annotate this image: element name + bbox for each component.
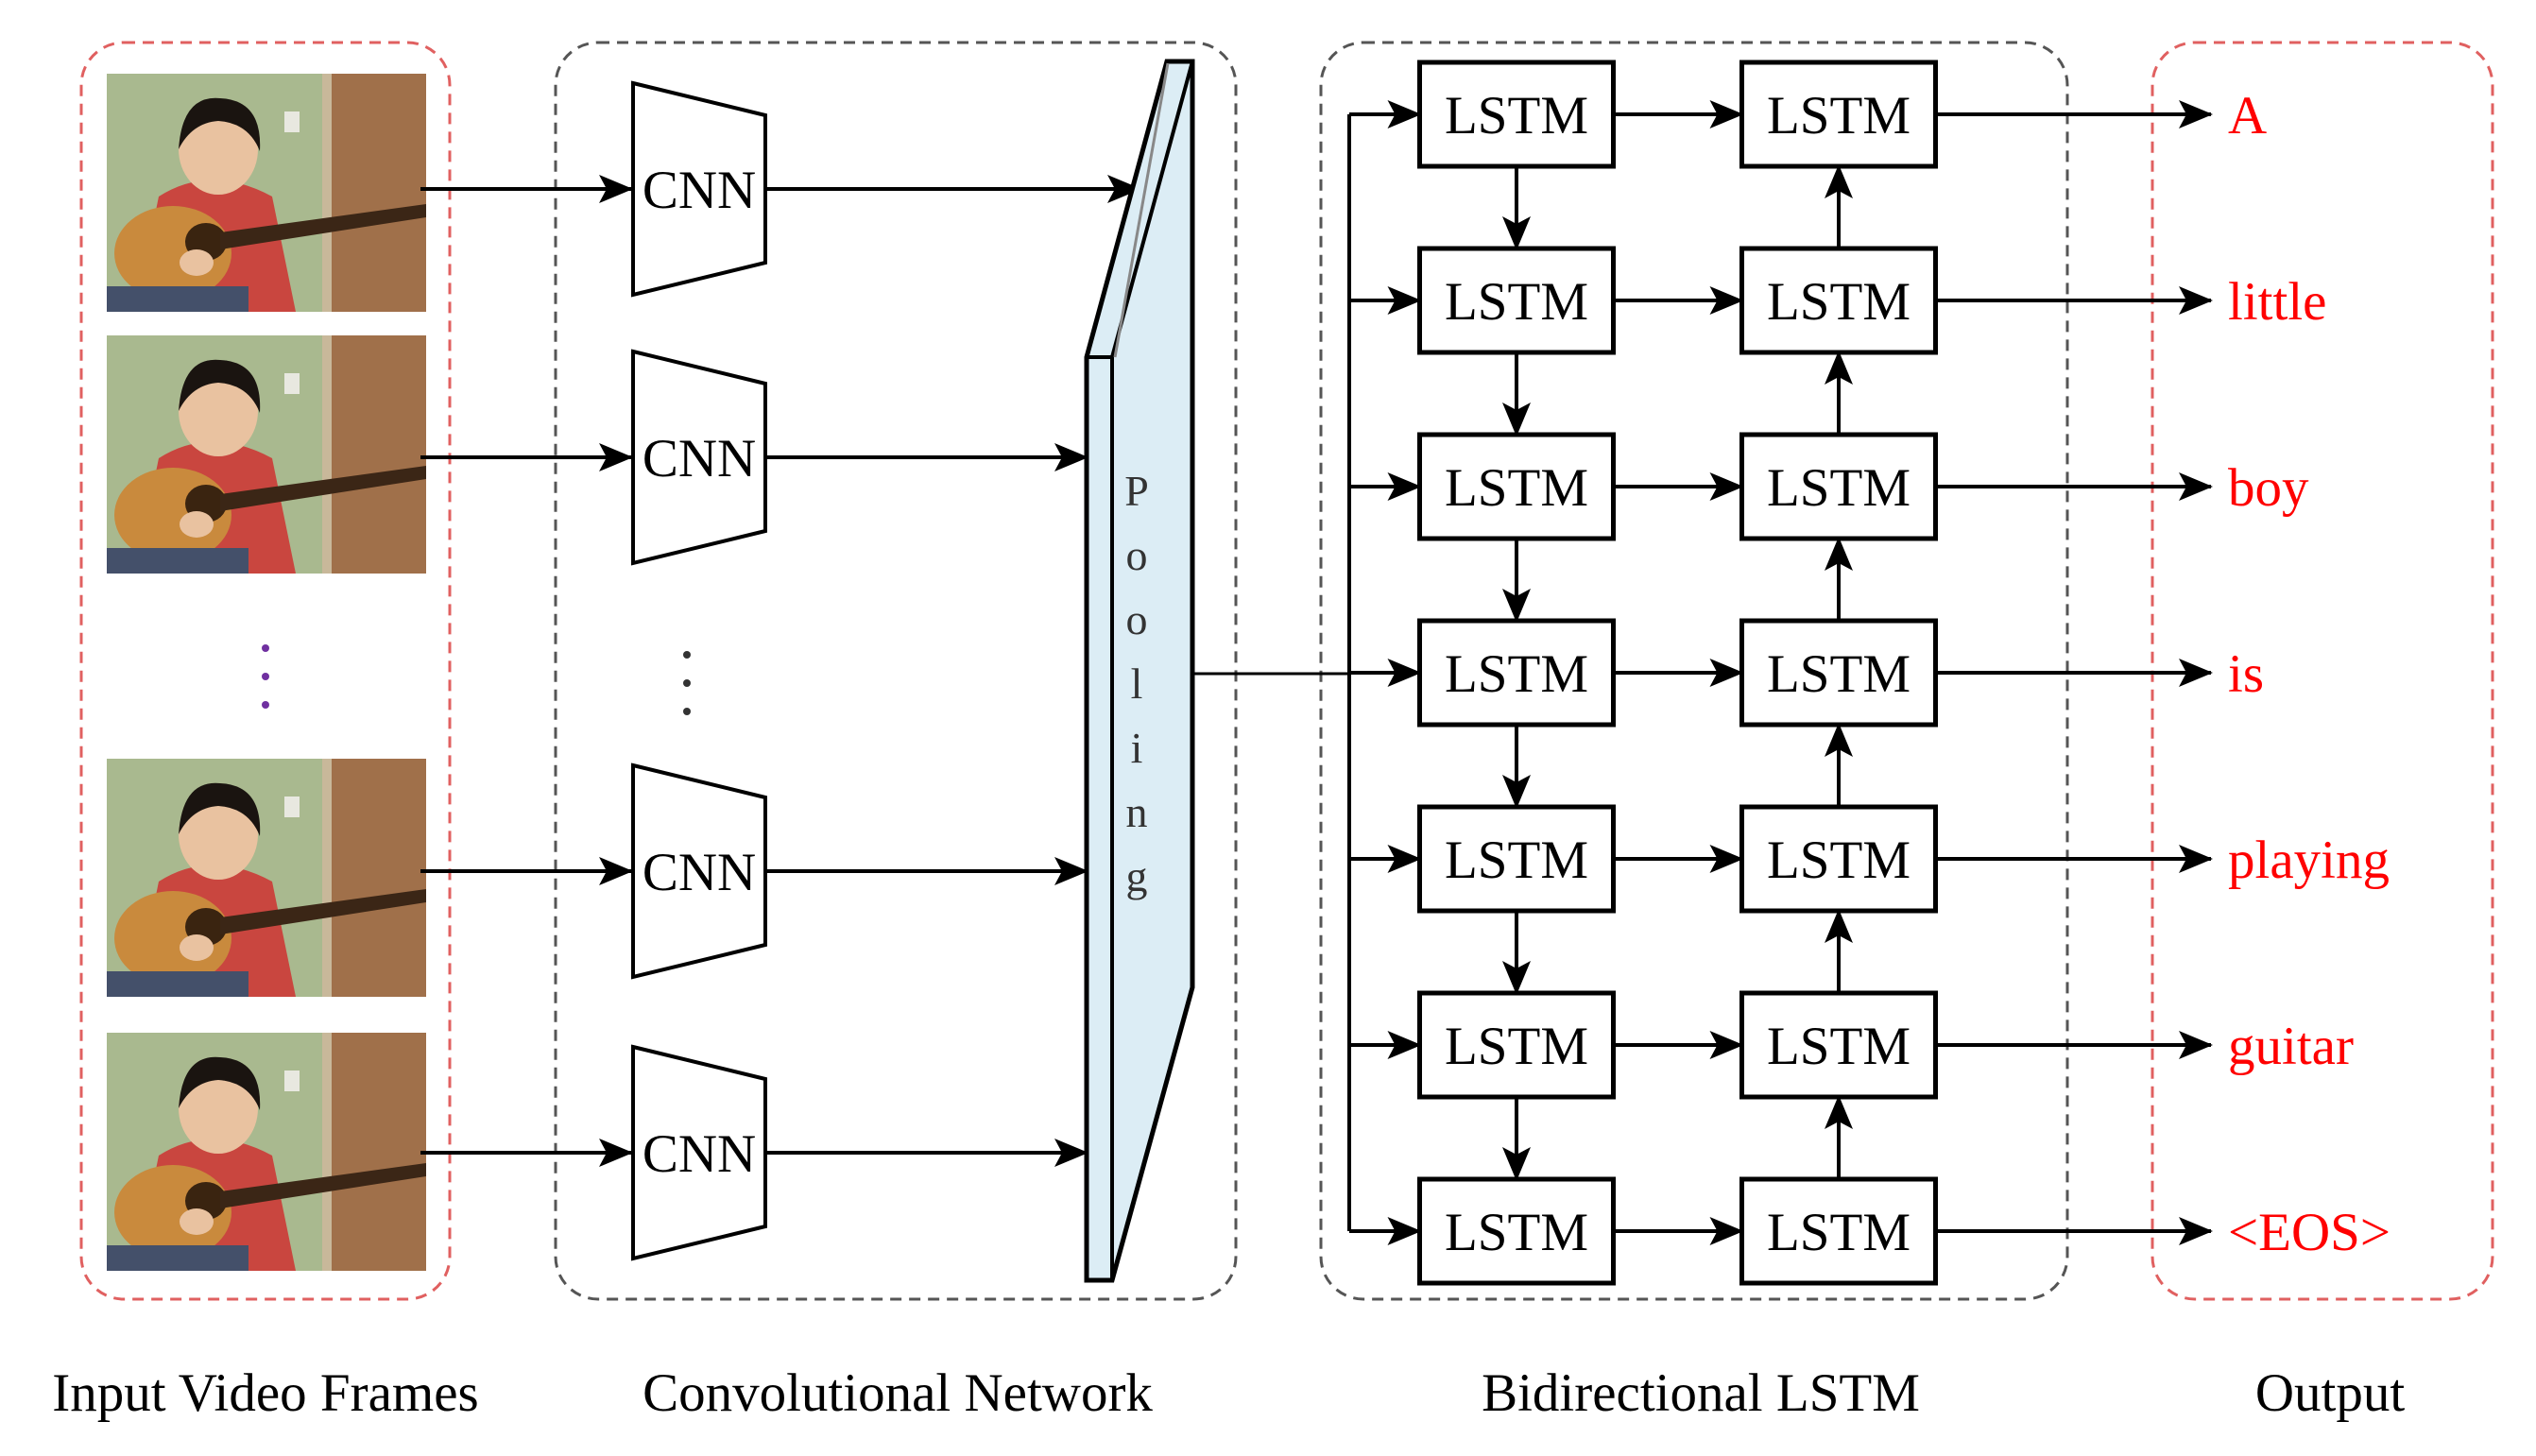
video-frame: [107, 1033, 426, 1271]
lstm-forward-cell: LSTM: [1417, 246, 1616, 355]
output-word: <EOS>: [2228, 1203, 2390, 1262]
cnn-label: CNN: [643, 429, 756, 488]
output-section-label: Output: [2255, 1363, 2406, 1423]
lstm-label: LSTM: [1767, 644, 1911, 704]
lstm-forward-cell: LSTM: [1417, 432, 1616, 541]
pooling-letter: g: [1126, 852, 1148, 900]
output-word: playing: [2228, 831, 2390, 890]
output-word: is: [2228, 644, 2264, 704]
cnn-block: CNN: [631, 1044, 767, 1261]
lstm-forward-cell: LSTM: [1417, 60, 1616, 169]
pooling-letter: o: [1126, 595, 1148, 643]
lstm-label: LSTM: [1445, 831, 1588, 890]
lstm-forward-cell: LSTM: [1417, 804, 1616, 914]
output-word: little: [2228, 272, 2326, 332]
output-word: boy: [2228, 458, 2309, 518]
video-frame: [107, 74, 426, 312]
video-frame: [107, 335, 426, 574]
pooling-letter: n: [1126, 788, 1148, 836]
cnn-label: CNN: [643, 161, 756, 220]
cnn-group: [554, 41, 1238, 1301]
pooling-layer: [1084, 59, 1195, 1283]
video-frame: [107, 759, 426, 997]
lstm-forward-cell: LSTM: [1417, 1176, 1616, 1286]
cnn-block: CNN: [631, 349, 767, 566]
lstm-label: LSTM: [1767, 1203, 1911, 1262]
lstm-backward-cell: LSTM: [1739, 1176, 1938, 1286]
cnn-block: CNN: [631, 762, 767, 980]
lstm-label: LSTM: [1445, 1203, 1588, 1262]
lstm-backward-cell: LSTM: [1739, 618, 1938, 728]
pooling-letter: o: [1126, 531, 1148, 579]
lstm-label: LSTM: [1445, 458, 1588, 518]
cnn-label: CNN: [643, 1124, 756, 1184]
lstm-backward-cell: LSTM: [1739, 246, 1938, 355]
lstm-label: LSTM: [1445, 272, 1588, 332]
lstm-forward-cell: LSTM: [1417, 618, 1616, 728]
output-word: A: [2228, 86, 2267, 146]
lstm-label: LSTM: [1445, 86, 1588, 146]
lstm-label: LSTM: [1445, 644, 1588, 704]
pooling-letter: l: [1131, 659, 1143, 708]
lstm-label: LSTM: [1767, 1017, 1911, 1076]
lstm-backward-cell: LSTM: [1739, 60, 1938, 169]
lstm-backward-cell: LSTM: [1739, 804, 1938, 914]
cnn-ellipsis: [683, 651, 691, 715]
frames-ellipsis: [262, 644, 269, 709]
cnn-block: CNN: [631, 80, 767, 298]
lstm-label: LSTM: [1445, 1017, 1588, 1076]
pooling-letter: i: [1131, 724, 1143, 772]
input-frames-label: Input Video Frames: [52, 1363, 478, 1423]
lstm-forward-cell: LSTM: [1417, 990, 1616, 1100]
lstm-label: LSTM: [1767, 831, 1911, 890]
lstm-backward-cell: LSTM: [1739, 432, 1938, 541]
cnn-label: CNN: [643, 843, 756, 902]
lstm-backward-cell: LSTM: [1739, 990, 1938, 1100]
lstm-section-label: Bidirectional LSTM: [1482, 1363, 1920, 1423]
lstm-label: LSTM: [1767, 458, 1911, 518]
pooling-letter: P: [1124, 467, 1149, 515]
output-word: guitar: [2228, 1017, 2354, 1076]
lstm-label: LSTM: [1767, 272, 1911, 332]
cnn-section-label: Convolutional Network: [643, 1363, 1153, 1423]
input-frames-group: [79, 41, 452, 1301]
lstm-label: LSTM: [1767, 86, 1911, 146]
